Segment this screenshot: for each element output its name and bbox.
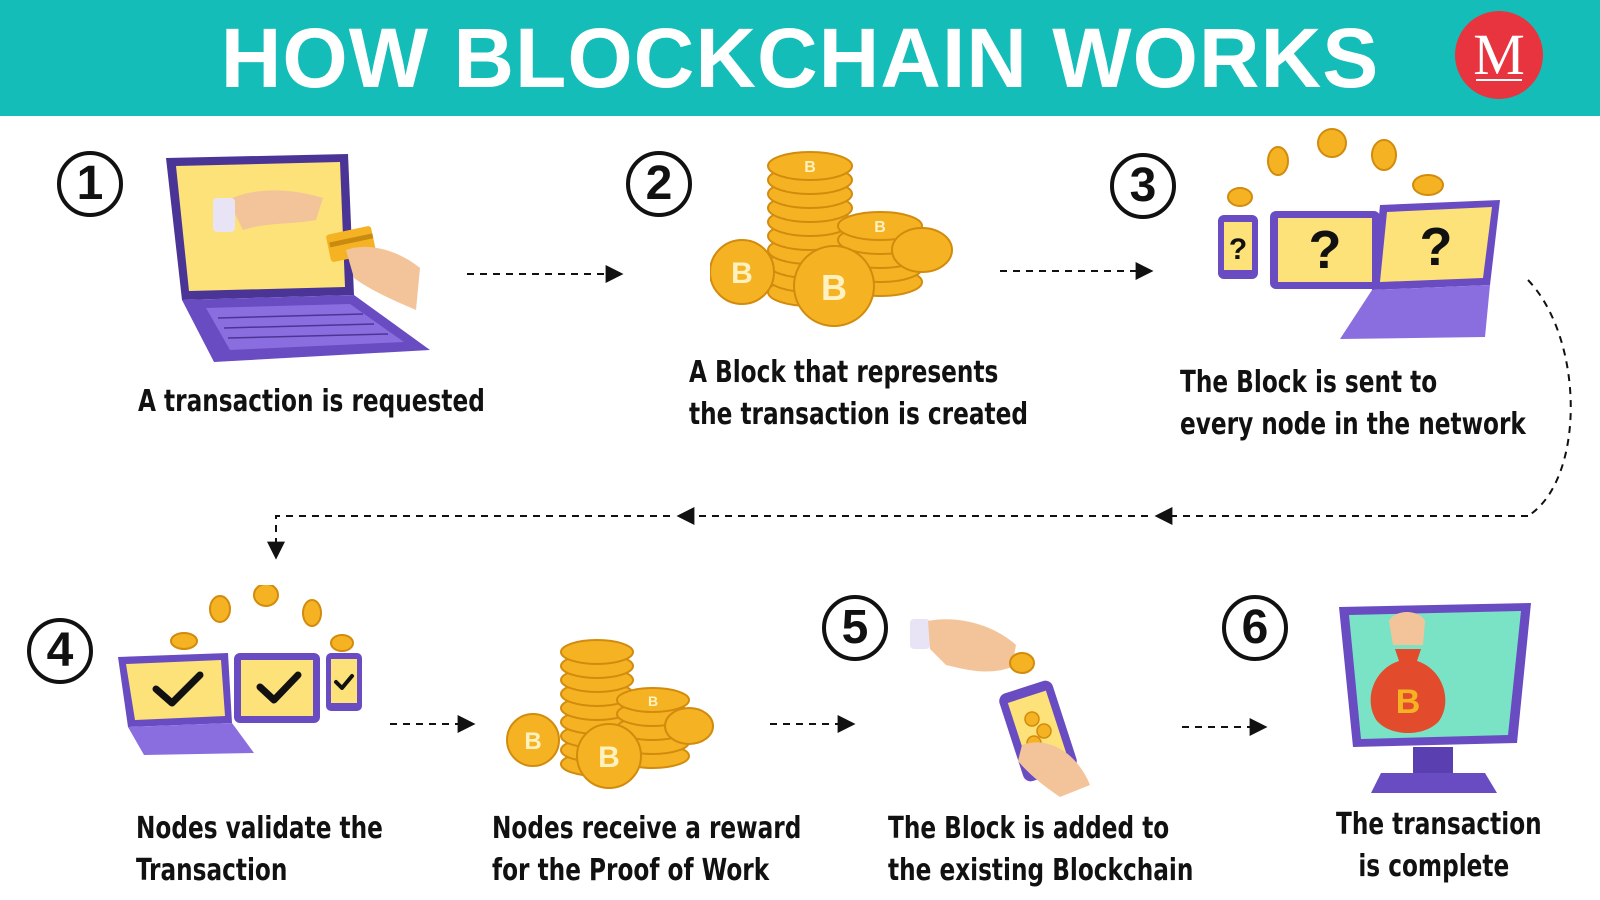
validated-devices-icon: [118, 585, 362, 755]
step-number-6: 6: [1222, 595, 1288, 661]
arrow-to-4: [267, 515, 670, 560]
step-6-caption: The transaction is complete: [1336, 804, 1542, 888]
reward-caption: Nodes receive a reward for the Proof of …: [492, 808, 801, 892]
monitor-moneybag-icon: B: [1339, 603, 1531, 793]
step-1-caption: A transaction is requested: [138, 381, 485, 423]
step-2-caption: A Block that represents the transaction …: [689, 352, 1028, 436]
bitcoin-glyph: B: [821, 267, 847, 308]
caption-line: is complete: [1358, 849, 1510, 884]
step-3-caption: The Block is sent to every node in the n…: [1180, 362, 1526, 446]
bitcoin-glyph: B: [598, 741, 620, 774]
caption-line: the transaction is created: [689, 397, 1028, 432]
bitcoin-glyph: B: [1396, 683, 1421, 721]
step-number-4: 4: [27, 618, 93, 684]
caption-line: for the Proof of Work: [492, 853, 770, 888]
question-mark: ?: [1229, 233, 1247, 266]
step-4-caption: Nodes validate the Transaction: [136, 808, 383, 892]
caption-line: Transaction: [136, 853, 288, 888]
step-number-2: 2: [626, 151, 692, 217]
bitcoin-glyph: B: [874, 219, 886, 236]
step-number-5: 5: [822, 595, 888, 661]
reward-coins-icon: B B B: [506, 639, 714, 789]
coin-stack-icon: B B B B: [710, 151, 953, 327]
header-banner: [0, 0, 1600, 116]
step-number-3: 3: [1110, 153, 1176, 219]
network-devices-icon: ? ? ?: [1218, 128, 1500, 339]
caption-line: every node in the network: [1180, 407, 1526, 442]
caption-line: The Block is added to: [888, 811, 1170, 846]
page-title: HOW BLOCKCHAIN WORKS: [220, 11, 1380, 105]
bitcoin-glyph: B: [804, 159, 816, 176]
caption-line: Nodes validate the: [136, 811, 383, 846]
question-mark: ?: [1420, 217, 1453, 277]
arrow-3-curve: [1527, 279, 1572, 517]
brand-logo-icon: M: [1455, 11, 1543, 99]
bitcoin-glyph: B: [648, 693, 658, 709]
caption-line: The Block is sent to: [1180, 365, 1438, 400]
phone-coin-icon: [910, 619, 1090, 797]
bitcoin-glyph: B: [731, 257, 753, 290]
caption-line: A transaction is requested: [138, 384, 485, 419]
caption-line: The transaction: [1336, 807, 1542, 842]
caption-line: A Block that represents: [689, 355, 999, 390]
caption-line: the existing Blockchain: [888, 853, 1194, 888]
bitcoin-glyph: B: [524, 728, 541, 755]
caption-line: Nodes receive a reward: [492, 811, 802, 846]
laptop-payment-icon: [166, 154, 430, 362]
logo-letter: M: [1473, 22, 1525, 87]
question-mark: ?: [1309, 220, 1342, 280]
step-number-1: 1: [57, 151, 123, 217]
step-5-caption: The Block is added to the existing Block…: [888, 808, 1193, 892]
